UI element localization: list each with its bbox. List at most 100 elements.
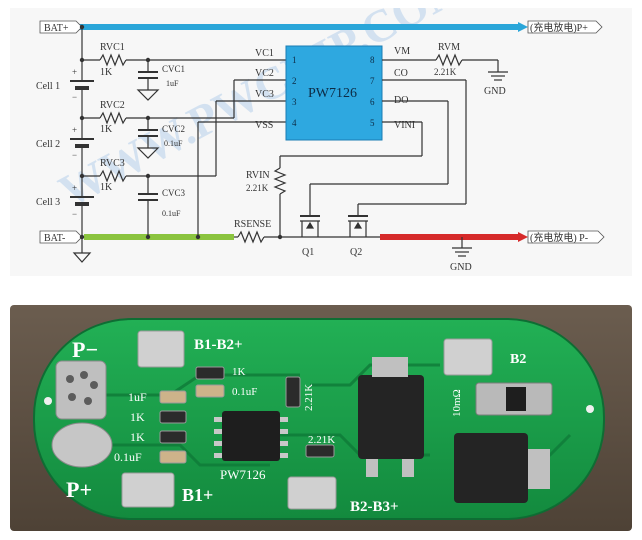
silk-b1-plus: B1+: [182, 485, 213, 505]
svg-text:(充电放电) P-: (充电放电) P-: [530, 231, 588, 244]
rsense-symbol: [234, 230, 300, 244]
rvc3-value: 1K: [100, 182, 113, 193]
silk-01uf-b: 0.1uF: [114, 450, 142, 464]
ic-label-co: CO: [394, 68, 408, 79]
mounting-hole-right: [586, 405, 594, 413]
silk-chip-name: PW7126: [220, 467, 266, 482]
gnd-symbol-bottom: [452, 237, 472, 257]
rvc3-label: RVC3: [100, 158, 125, 169]
cvc2-value: 0.1uF: [164, 139, 183, 148]
ic-right-wires: [273, 53, 499, 237]
silk-10m: 10mΩ: [451, 389, 463, 417]
ic-pin-7-num: 7: [370, 76, 375, 86]
ic-pw7126: [285, 45, 383, 141]
mosfet-q2: [348, 215, 368, 237]
cell-3-minus: −: [72, 209, 77, 219]
cell-3-symbol: [70, 196, 94, 206]
p-plus-tag: (充电放电)P+: [527, 20, 603, 34]
q1-label: Q1: [302, 247, 314, 258]
cvc3-label: CVC3: [162, 188, 186, 198]
ic-label-vm: VM: [394, 46, 410, 57]
gnd-label-vm: GND: [484, 86, 506, 97]
rvc2-label: RVC2: [100, 100, 125, 111]
ic-label-vini: VINI: [394, 120, 415, 131]
silk-1k-a: 1K: [130, 410, 145, 424]
cell-3-plus: +: [72, 183, 77, 193]
ic-pin-3-num: 3: [292, 97, 297, 107]
svg-text:(充电放电)P+: (充电放电)P+: [530, 21, 588, 34]
p-minus-pad-group: [55, 360, 107, 420]
pcb-photo-svg: P− P+ B1-B2+ B1+ B2-B3+ B2 PW7126 1K 0.1…: [10, 305, 632, 531]
cell-2-symbol: [70, 138, 94, 148]
bat-plus-tag: BAT+: [39, 20, 83, 34]
rsense-label: RSENSE: [234, 219, 271, 230]
cell-1-plus: +: [72, 67, 77, 77]
silk-221k-a: 2.21K: [303, 384, 315, 411]
schematic-panel: WWW.PWCHIP.COM BAT+ BAT- (充电放电)P+ (充电放电)…: [10, 0, 632, 276]
ic-label-vss: VSS: [255, 120, 273, 131]
cvc2-symbol: [136, 118, 160, 159]
cell-1-minus: −: [72, 92, 77, 102]
mosfet-q1: [300, 215, 320, 237]
cell-1-label: Cell 1: [36, 81, 60, 92]
silk-01uf-top: 0.1uF: [232, 386, 257, 398]
rvc1-value: 1K: [100, 67, 113, 78]
ic-pin-8-num: 8: [370, 55, 375, 65]
silk-1k-top: 1K: [232, 366, 246, 378]
q2-label: Q2: [350, 247, 362, 258]
bat-plus-arrow: [518, 22, 528, 32]
silk-b2-b3: B2-B3+: [350, 499, 399, 515]
ic-label-vc1: VC1: [255, 48, 274, 59]
cvc3-symbol: [138, 176, 158, 237]
rvm-value: 2.21K: [434, 67, 457, 77]
battery-ground-symbol: [72, 252, 92, 263]
ic-label-vc2: VC2: [255, 68, 274, 79]
solder-pads: [121, 330, 493, 510]
rvc2-wires: [82, 79, 286, 125]
smd-components: [159, 366, 335, 464]
rvc1-label: RVC1: [100, 42, 125, 53]
silk-1k-b: 1K: [130, 430, 145, 444]
cell-2-label: Cell 2: [36, 139, 60, 150]
p-minus-arrow: [518, 232, 528, 242]
bat-minus-tag: BAT-: [39, 230, 83, 244]
mosfet-package-1: [358, 357, 424, 477]
silk-p-plus: P+: [66, 477, 92, 502]
ic-pin-6-num: 6: [370, 97, 375, 107]
silk-1uf: 1uF: [128, 390, 147, 404]
cvc1-label: CVC1: [162, 64, 185, 74]
silk-b1-b2: B1-B2+: [194, 337, 243, 353]
rvc2-value: 1K: [100, 124, 113, 135]
silk-221k-b: 2.21K: [308, 434, 335, 446]
cell-2-plus: +: [72, 125, 77, 135]
ic-label-vc3: VC3: [255, 89, 274, 100]
cell-2-minus: −: [72, 150, 77, 160]
rvc3-wires: [82, 100, 286, 183]
cvc1-value: 1uF: [166, 79, 179, 88]
p-minus-tag: (充电放电) P-: [527, 230, 605, 244]
cell-1-symbol: [70, 80, 94, 90]
rvc1-wires: [82, 53, 286, 67]
pw7126-chip: [214, 411, 288, 461]
ic-pin-4-num: 4: [292, 118, 297, 128]
rvin-label: RVIN: [246, 170, 270, 181]
ic-pin-5-num: 5: [370, 118, 375, 128]
pcb-photo-panel: P− P+ B1-B2+ B1+ B2-B3+ B2 PW7126 1K 0.1…: [10, 305, 632, 531]
cvc3-value: 0.1uF: [162, 209, 181, 218]
ic-pin-2-num: 2: [292, 76, 297, 86]
mounting-hole-left: [44, 397, 52, 405]
silk-b2: B2: [510, 352, 526, 367]
cvc1-symbol: [136, 60, 160, 101]
silkscreen: P− P+ B1-B2+ B1+ B2-B3+ B2 PW7126 1K 0.1…: [66, 337, 526, 515]
p-plus-pad: [51, 422, 113, 468]
ic-pin-1-num: 1: [292, 55, 297, 65]
ic-name: PW7126: [308, 86, 357, 101]
schematic-svg: WWW.PWCHIP.COM BAT+ BAT- (充电放电)P+ (充电放电)…: [36, 0, 605, 273]
gnd-label-bottom: GND: [450, 262, 472, 273]
cvc2-label: CVC2: [162, 124, 185, 134]
rvm-label: RVM: [438, 42, 460, 53]
mosfet-package-2: [454, 433, 550, 503]
gnd-symbol-vm: [488, 71, 508, 81]
vss-wire: [197, 121, 286, 237]
silk-p-minus: P−: [72, 337, 98, 362]
